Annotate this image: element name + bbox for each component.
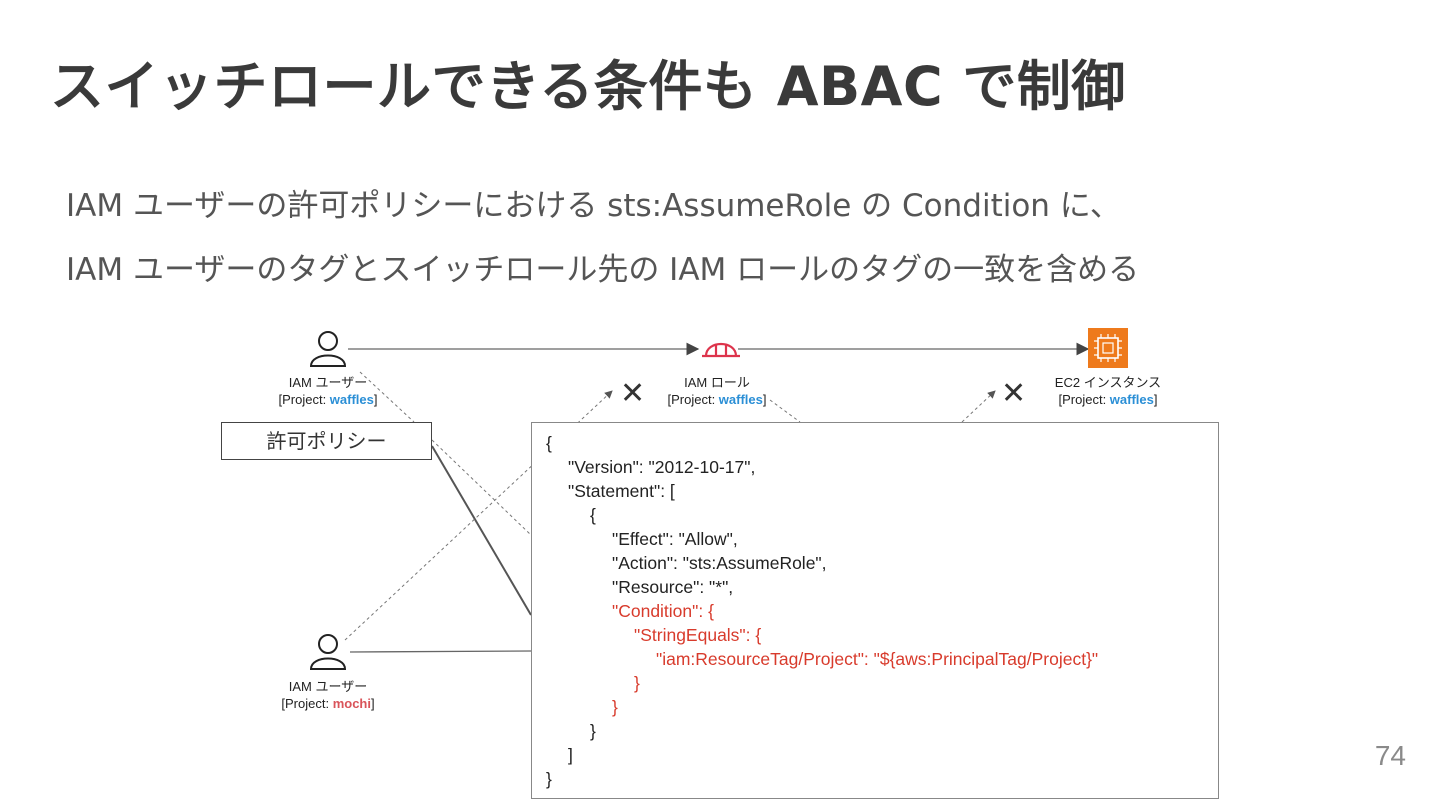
policy-code-line: } [612, 697, 618, 717]
policy-code-line: "Resource": "*", [612, 577, 734, 597]
role-name: IAM ロール [684, 375, 750, 390]
dotted-mochi-to-role [344, 390, 613, 641]
deny-mark-role: ✕ [620, 376, 645, 411]
policy-code-line: "Version": "2012-10-17", [568, 457, 756, 477]
policy-code-line: { [590, 505, 596, 525]
dotted-to-ec2-denied [961, 390, 996, 423]
role-label: IAM ロール [Project: waffles] [658, 374, 776, 408]
dotted-user-policy [359, 371, 415, 423]
role-tag: [Project: waffles] [667, 392, 767, 407]
policy-code-line: "StringEquals": { [634, 625, 762, 645]
bullet-text-2: IAM ユーザーのタグとスイッチロール先の IAM ロールのタグの一致を含める [66, 252, 1140, 288]
user-bottom-label: IAM ユーザー [Project: mochi] [270, 678, 386, 712]
policy-code-line: { [546, 433, 552, 453]
dotted-role-down [769, 399, 801, 423]
solid-policy-code [431, 445, 532, 616]
solid-mochi-code [349, 650, 532, 653]
policy-code-line: "Statement": [ [568, 481, 675, 501]
policy-code-line: "Effect": "Allow", [612, 529, 738, 549]
page-number: 74 [1374, 740, 1406, 771]
policy-code-line: "iam:ResourceTag/Project": "${aws:Princi… [656, 649, 1099, 669]
policy-code-line: } [634, 673, 640, 693]
policy-code-line: "Condition": { [612, 601, 714, 621]
user-top-label: IAM ユーザー [Project: waffles] [268, 374, 388, 408]
deny-mark-ec2: ✕ [1001, 376, 1026, 411]
ec2-name: EC2 インスタンス [1054, 375, 1162, 390]
user-top-name: IAM ユーザー [288, 375, 368, 390]
user-icon [309, 634, 347, 670]
user-bottom-tag: [Project: mochi] [281, 696, 375, 711]
policy-code-line: ] [568, 745, 573, 765]
dotted-policy-code [431, 439, 532, 536]
policy-code-line: } [546, 769, 552, 789]
ec2-tag: [Project: waffles] [1058, 392, 1158, 407]
user-bottom-name: IAM ユーザー [288, 679, 368, 694]
policy-code-line: "Action": "sts:AssumeRole", [612, 553, 827, 573]
bullet-text-1: IAM ユーザーの許可ポリシーにおける sts:AssumeRole の Con… [66, 188, 1121, 224]
policy-json-box: { "Version": "2012-10-17", "Statement": [ {… [531, 422, 1219, 799]
user-top-tag: [Project: waffles] [278, 392, 378, 407]
hard-hat-icon [702, 342, 740, 358]
user-icon [309, 331, 347, 367]
slide-title: スイッチロールできる条件も ABAC で制御 [50, 55, 1126, 118]
policy-code-line: } [590, 721, 596, 741]
ec2-label: EC2 インスタンス [Project: waffles] [1044, 374, 1172, 408]
ec2-icon [1088, 328, 1128, 368]
permission-policy-box: 許可ポリシー [221, 422, 432, 460]
